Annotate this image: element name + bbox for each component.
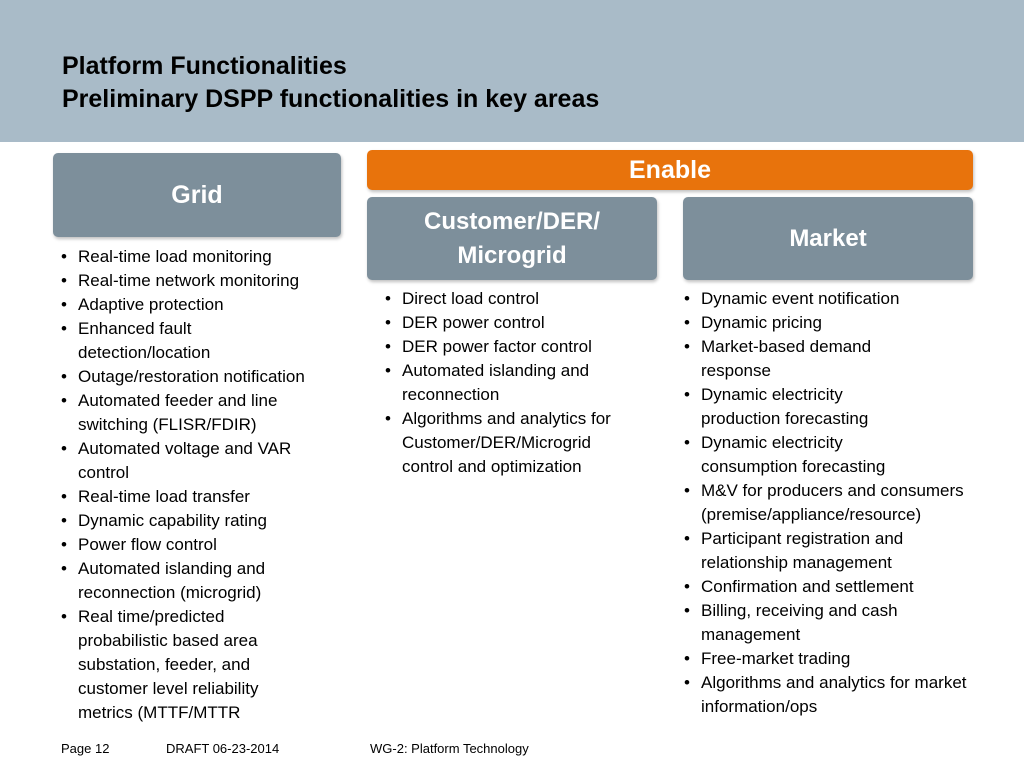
list-item: M&V for producers and consumers (premise… xyxy=(679,479,971,527)
list-item: Algorithms and analytics for Customer/DE… xyxy=(380,407,632,479)
list-item: Market-based demand response xyxy=(679,335,926,383)
list-item: Automated islanding and reconnection (mi… xyxy=(56,557,308,605)
list-item: DER power factor control xyxy=(380,335,640,359)
enable-banner-label: Enable xyxy=(629,155,711,184)
market-header-label: Market xyxy=(789,224,867,252)
footer-draft-date: DRAFT 06-23-2014 xyxy=(166,741,280,756)
list-item: Dynamic capability rating xyxy=(56,509,356,533)
grid-functionality-list: Real-time load monitoring Real-time netw… xyxy=(56,245,356,725)
list-item: Dynamic electricity consumption forecast… xyxy=(679,431,941,479)
market-header-box: Market xyxy=(683,197,973,280)
list-item: Outage/restoration notification xyxy=(56,365,356,389)
list-item: Dynamic electricity production forecasti… xyxy=(679,383,921,431)
page-title: Platform Functionalities Preliminary DSP… xyxy=(62,50,599,116)
footer-working-group: WG-2: Platform Technology xyxy=(370,741,529,756)
list-item: Dynamic pricing xyxy=(679,311,979,335)
list-item: Billing, receiving and cash management xyxy=(679,599,956,647)
grid-header-box: Grid xyxy=(53,153,341,237)
list-item: Automated voltage and VAR control xyxy=(56,437,338,485)
list-item: Confirmation and settlement xyxy=(679,575,979,599)
list-item: Automated feeder and line switching (FLI… xyxy=(56,389,328,437)
list-item: Real-time load transfer xyxy=(56,485,356,509)
list-item: Automated islanding and reconnection xyxy=(380,359,642,407)
grid-header-label: Grid xyxy=(171,180,223,209)
list-item: Free-market trading xyxy=(679,647,979,671)
list-item: Participant registration and relationshi… xyxy=(679,527,966,575)
list-item: Dynamic event notification xyxy=(679,287,979,311)
market-functionality-list: Dynamic event notification Dynamic prici… xyxy=(679,287,979,719)
list-item: Real-time network monitoring xyxy=(56,269,356,293)
enable-banner: Enable xyxy=(367,150,973,190)
customer-header-label-line-1: Customer/DER/ xyxy=(423,207,601,235)
customer-functionality-list: Direct load control DER power control DE… xyxy=(380,287,640,479)
customer-der-microgrid-header-box: Customer/DER/ Microgrid xyxy=(367,197,657,280)
list-item: Algorithms and analytics for market info… xyxy=(679,671,971,719)
title-line-1: Platform Functionalities xyxy=(62,52,347,80)
list-item: Direct load control xyxy=(380,287,640,311)
list-item: Adaptive protection xyxy=(56,293,356,317)
list-item: Power flow control xyxy=(56,533,356,557)
customer-header-label-line-2: Microgrid xyxy=(457,241,567,269)
list-item: Enhanced fault detection/location xyxy=(56,317,248,365)
list-item: DER power control xyxy=(380,311,640,335)
title-line-2: Preliminary DSPP functionalities in key … xyxy=(62,85,600,113)
slide-header: Platform Functionalities Preliminary DSP… xyxy=(0,0,1024,142)
list-item: Real-time load monitoring xyxy=(56,245,356,269)
footer-page-number: Page 12 xyxy=(61,741,110,756)
list-item: Real time/predicted probabilistic based … xyxy=(56,605,313,725)
